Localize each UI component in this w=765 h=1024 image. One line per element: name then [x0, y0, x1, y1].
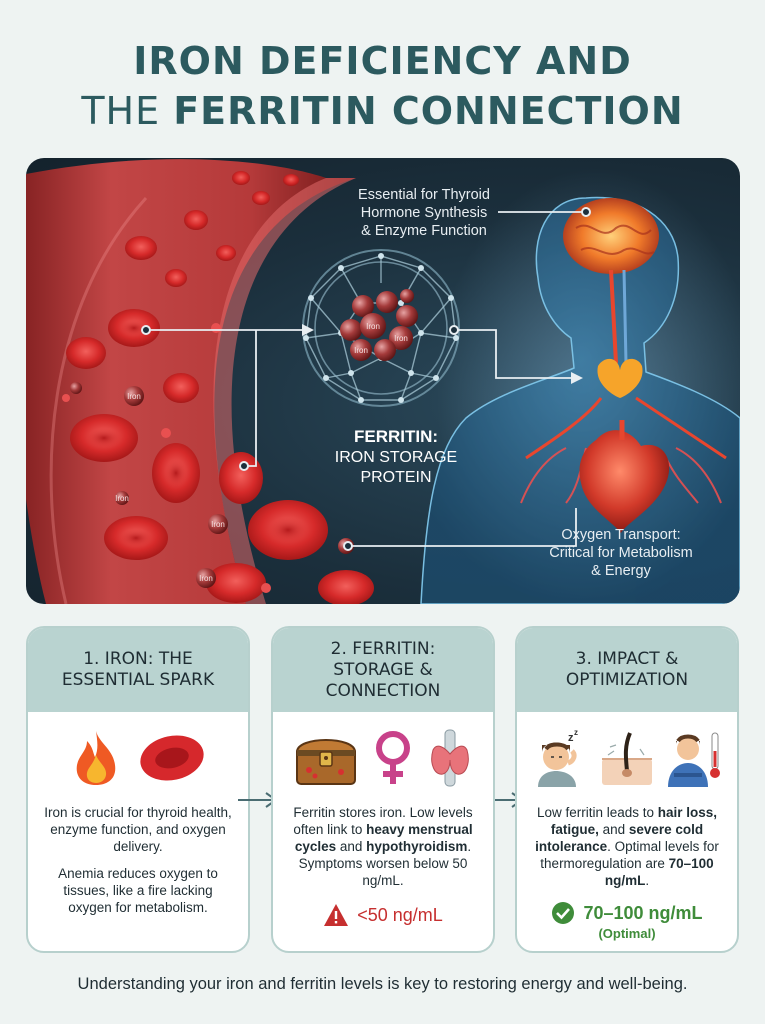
footer-text: Understanding your iron and ferritin lev… [77, 975, 688, 993]
card-impact-icons: z z [517, 712, 737, 804]
human-figure [420, 168, 740, 604]
iron-tag: Iron [115, 494, 129, 503]
title-line-1: IRON DEFICIENCY AND [133, 39, 632, 83]
svg-text:z: z [568, 732, 574, 744]
treasure-chest-icon [296, 739, 356, 785]
warning-icon [324, 904, 349, 926]
thyroid-function-label: Essential for Thyroid Hormone Synthesis … [358, 187, 490, 239]
hair-follicle-icon [602, 732, 652, 785]
card-impact-body: Low ferritin leads to hair loss, fatigue… [517, 804, 737, 942]
svg-text:z: z [574, 729, 578, 737]
cold-person-icon [668, 732, 720, 787]
warning-threshold: <50 ng/mL [357, 904, 443, 925]
thyroid-icon [431, 729, 469, 787]
optimal-value: 70–100 ng/mL [583, 902, 703, 923]
hero-illustration: Iron Iron Iron Iron Iron Iron Iron [26, 158, 740, 604]
optimal-note: (Optimal) [598, 926, 656, 941]
iron-tag: Iron [394, 334, 408, 343]
fire-icon [76, 731, 116, 785]
ferritin-label: FERRITIN: IRON STORAGE PROTEIN [334, 427, 458, 486]
ferritin-molecule: Iron Iron Iron [302, 249, 460, 407]
checkmark-icon [552, 902, 575, 924]
low-ferritin-warning: <50 ng/mL [285, 903, 481, 927]
page-title: IRON DEFICIENCY AND THE FERRITIN CONNECT… [0, 36, 765, 136]
female-symbol-icon [376, 731, 410, 784]
iron-tag: Iron [127, 392, 141, 401]
card-ferritin: 2. FERRITIN:STORAGE &CONNECTION Ferritin… [271, 626, 495, 953]
card-impact-header: 3. IMPACT &OPTIMIZATION [517, 628, 737, 712]
oxygen-transport-label: Oxygen Transport: Critical for Metabolis… [549, 527, 693, 579]
iron-tag: Iron [199, 574, 213, 583]
tired-person-icon: z z [538, 729, 578, 787]
card-ferritin-body: Ferritin stores iron. Low levels often l… [273, 804, 493, 927]
card-impact: 3. IMPACT &OPTIMIZATION z z [515, 626, 739, 953]
card-ferritin-icons [273, 712, 493, 804]
iron-tag: Iron [354, 346, 368, 355]
red-blood-cells [62, 171, 374, 604]
iron-tag: Iron [211, 520, 225, 529]
card-ferritin-header: 2. FERRITIN:STORAGE &CONNECTION [273, 628, 493, 712]
card-iron-icons [28, 712, 248, 804]
title-line-2: THE FERRITIN CONNECTION [81, 89, 684, 133]
red-blood-cell-icon [140, 735, 204, 781]
optimal-range: 70–100 ng/mL [529, 901, 725, 925]
hero-artwork: Iron Iron Iron Iron Iron Iron Iron [26, 159, 740, 604]
iron-tag: Iron [366, 322, 380, 331]
card-iron-body: Iron is crucial for thyroid health, enzy… [44, 805, 232, 915]
